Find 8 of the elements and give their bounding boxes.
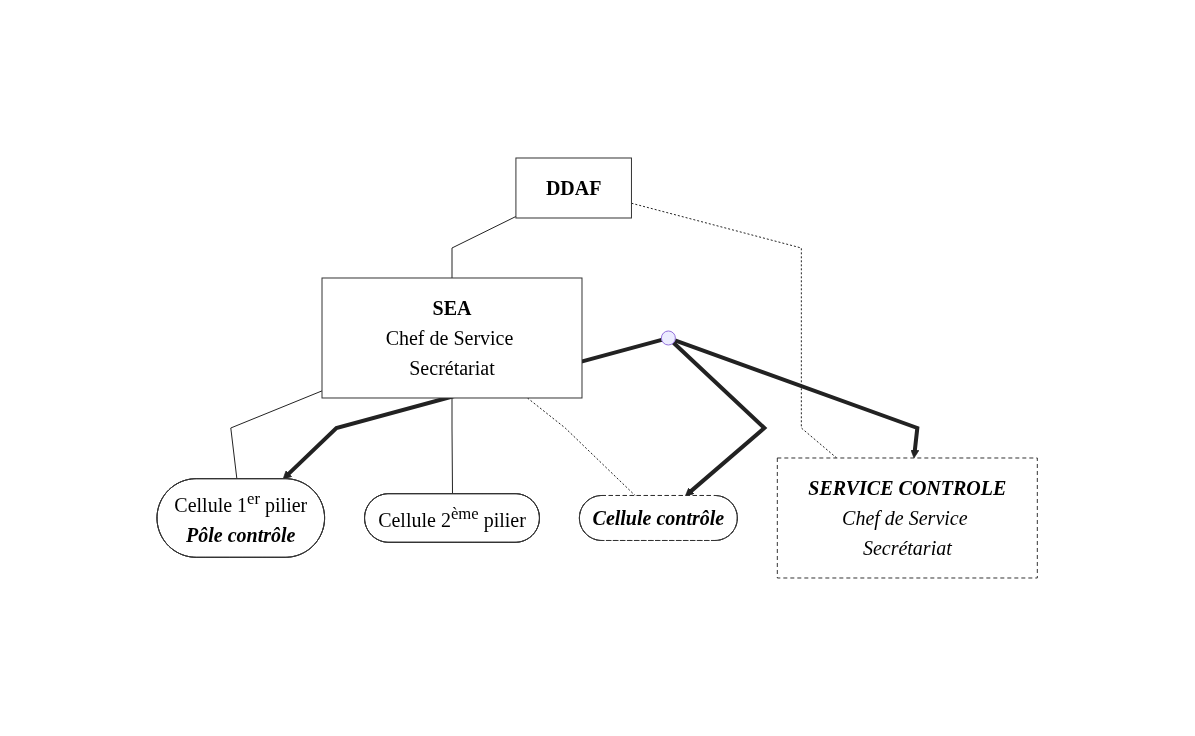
arrow bbox=[672, 341, 768, 497]
arrow bbox=[674, 338, 920, 459]
node-box: DDAF bbox=[515, 157, 633, 219]
node-box: SEA Chef de Service Secrétariat bbox=[321, 277, 583, 399]
connector-line bbox=[451, 397, 454, 495]
node-box: SERVICE CONTROLE Chef de Service Secrétariat bbox=[777, 457, 1039, 579]
connector-line bbox=[230, 390, 323, 480]
connector-line bbox=[451, 216, 517, 279]
